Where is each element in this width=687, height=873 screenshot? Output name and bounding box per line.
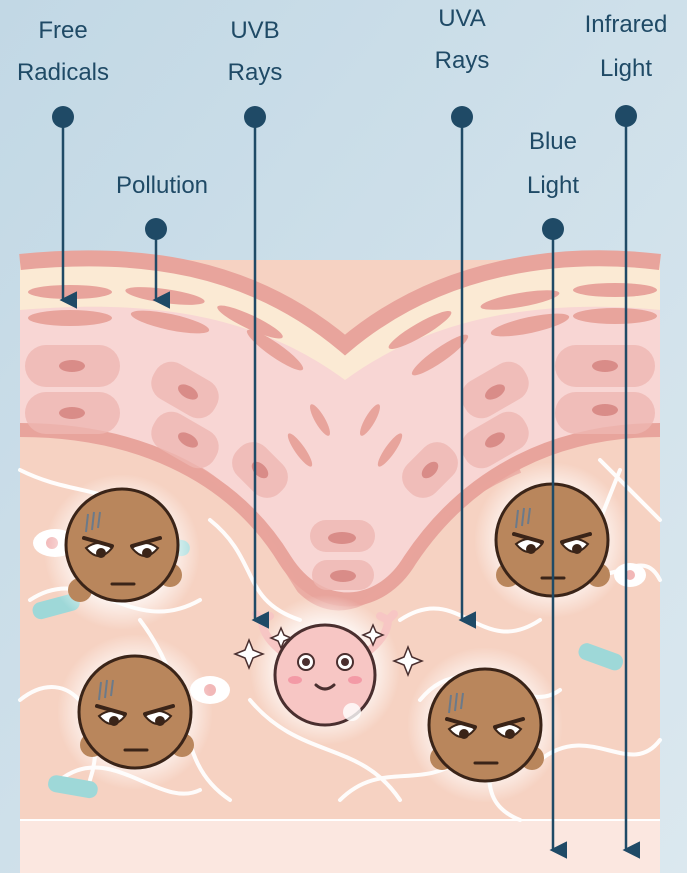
uvb-pointer-dot bbox=[244, 106, 266, 128]
infrared-label-line2: Light bbox=[600, 55, 652, 82]
free-radicals-label-line2: Radicals bbox=[17, 59, 109, 86]
blue-light-label-line1: Blue bbox=[529, 128, 577, 155]
pollution-label: Pollution bbox=[116, 172, 208, 199]
infrared-label-line1: Infrared bbox=[585, 11, 668, 38]
free-radical-top-left bbox=[44, 474, 200, 630]
free-radicals-pointer-dot bbox=[52, 106, 74, 128]
uvb-label-line2: Rays bbox=[228, 59, 283, 86]
uva-label-line2: Rays bbox=[435, 47, 490, 74]
free-radical-bottom-right bbox=[407, 647, 563, 803]
blue-light-label-line2: Light bbox=[527, 172, 579, 199]
uva-label-line1: UVA bbox=[438, 5, 486, 32]
uvb-label-line1: UVB bbox=[230, 17, 279, 44]
infrared-pointer-dot bbox=[615, 105, 637, 127]
pollution-pointer-dot bbox=[145, 218, 167, 240]
base-layer bbox=[20, 820, 660, 873]
uva-pointer-dot bbox=[451, 106, 473, 128]
free-radicals-label-line1: Free bbox=[38, 17, 87, 44]
blue-light-pointer-dot bbox=[542, 218, 564, 240]
free-radical-bottom-left bbox=[57, 634, 213, 790]
